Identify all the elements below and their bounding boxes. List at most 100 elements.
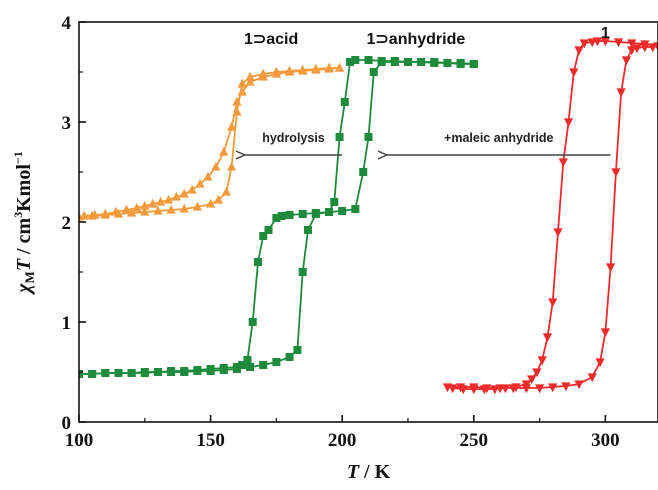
data-point <box>153 205 163 215</box>
data-point <box>574 380 584 390</box>
data-point <box>179 188 189 198</box>
data-point <box>595 358 605 368</box>
data-point <box>613 38 624 48</box>
data-point <box>213 194 224 204</box>
data-point <box>511 383 521 393</box>
data-point <box>537 356 547 366</box>
data-point <box>111 206 121 216</box>
data-point <box>246 363 255 371</box>
data-point <box>627 46 637 56</box>
data-point <box>187 184 197 194</box>
data-point <box>205 198 216 208</box>
data-point <box>221 186 231 196</box>
data-point <box>140 206 150 216</box>
data-point <box>443 59 452 67</box>
data-point <box>243 356 252 364</box>
data-point <box>621 56 632 66</box>
data-point <box>237 86 247 96</box>
data-point <box>640 40 650 50</box>
data-point <box>140 200 150 210</box>
data-point <box>88 370 97 378</box>
data-point <box>369 68 378 76</box>
x-tick-label: 150 <box>196 430 225 451</box>
data-point <box>430 58 439 66</box>
data-point <box>587 38 597 48</box>
data-point <box>364 133 373 141</box>
data-point <box>206 365 215 373</box>
data-point <box>232 363 241 371</box>
x-tick-label: 100 <box>65 430 94 451</box>
data-point <box>534 384 545 394</box>
data-point <box>245 76 255 86</box>
data-point <box>227 161 237 171</box>
data-point <box>272 358 281 366</box>
data-point <box>264 226 273 234</box>
data-point <box>211 161 221 171</box>
data-point <box>114 369 123 377</box>
data-point <box>171 191 181 201</box>
data-point <box>364 56 373 64</box>
data-point <box>245 71 255 81</box>
plot-frame <box>78 21 658 423</box>
data-point <box>237 78 247 88</box>
data-point <box>532 368 542 378</box>
data-point <box>403 58 412 66</box>
data-point <box>324 63 334 73</box>
data-point <box>167 367 176 375</box>
data-point <box>163 194 174 204</box>
data-point <box>627 39 637 49</box>
data-layer <box>79 37 658 395</box>
x-axis-label: T / K <box>347 461 391 483</box>
data-point <box>500 384 510 394</box>
data-point <box>606 263 616 273</box>
data-point <box>271 68 281 78</box>
data-point <box>298 65 308 75</box>
annotation-label: +maleic anhydride <box>444 131 553 145</box>
data-point <box>351 205 360 213</box>
series-1⊃anhydride <box>79 56 478 378</box>
data-point <box>632 44 642 54</box>
data-point <box>258 71 268 81</box>
data-point <box>232 96 242 106</box>
data-point <box>248 318 257 326</box>
data-point <box>90 209 100 219</box>
data-point <box>653 42 658 52</box>
series-1⊃acid <box>79 62 345 221</box>
data-point <box>548 298 558 308</box>
data-point <box>180 367 189 375</box>
data-point <box>521 380 532 390</box>
data-point <box>346 58 355 66</box>
data-point <box>553 228 563 238</box>
data-point <box>127 369 136 377</box>
data-point <box>469 385 479 395</box>
data-point <box>298 268 307 276</box>
data-point <box>611 168 621 178</box>
y-tick-label: 3 <box>62 113 72 134</box>
data-point <box>101 369 110 377</box>
data-point <box>272 214 281 222</box>
series-line <box>447 45 658 389</box>
data-point <box>153 368 162 376</box>
x-tick-label: 200 <box>328 430 357 451</box>
data-point <box>219 364 228 372</box>
y-tick-label: 1 <box>62 313 72 334</box>
data-point <box>479 385 489 395</box>
data-point <box>238 361 247 369</box>
data-point <box>121 204 131 214</box>
data-point <box>303 226 312 234</box>
data-point <box>377 57 386 65</box>
data-point <box>569 68 579 78</box>
data-point <box>338 207 347 215</box>
data-point <box>285 353 294 361</box>
data-point <box>140 368 149 376</box>
data-point <box>298 210 307 218</box>
data-point <box>359 168 368 176</box>
data-point <box>79 370 83 378</box>
data-point <box>334 62 345 72</box>
data-point <box>417 58 426 66</box>
series-label: 1⊃anhydride <box>366 31 465 48</box>
annotation-label: hydrolysis <box>262 131 325 145</box>
data-point <box>259 232 268 240</box>
data-point <box>390 57 399 65</box>
data-point <box>203 171 213 181</box>
